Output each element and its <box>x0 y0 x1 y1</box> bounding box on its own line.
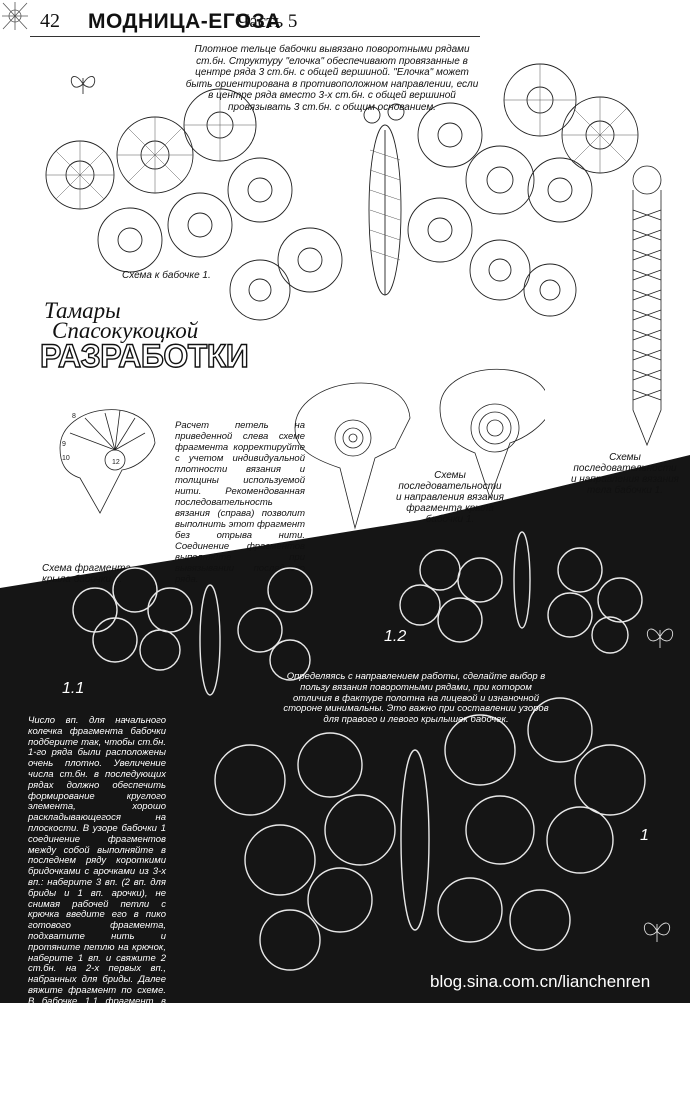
header-rule <box>30 36 480 37</box>
part-label: Часть 5 <box>237 11 298 32</box>
brand-name-last: Спасокукоцкой <box>52 318 199 343</box>
caption-butterfly-scheme: Схема к бабочке 1. <box>122 270 211 281</box>
butterfly-icon <box>643 922 671 942</box>
caption-wing-sequence: Схемы последовательности и направления в… <box>395 470 505 525</box>
brand-title: РАЗРАБОТКИ <box>39 337 249 374</box>
photo-label-1-2: 1.2 <box>384 628 407 645</box>
butterfly-icon <box>70 76 96 94</box>
butterfly-1-1-photo <box>72 567 313 696</box>
butterfly-1-2-photo <box>399 531 643 654</box>
instruction-paragraph: Число вп. для начального колечка фрагмен… <box>28 715 166 1104</box>
intro-paragraph: Плотное тельце бабочки вывязано поворотн… <box>185 44 479 113</box>
butterfly-crochet-chart <box>45 63 639 321</box>
chart-number: 9 <box>62 441 66 448</box>
watermark: blog.sina.com.cn/lianchenren <box>430 972 651 991</box>
photo-background <box>0 455 690 1003</box>
caption-body-sequence: Схемы последовательности и направления в… <box>570 452 680 496</box>
note-paragraph: Расчет петель на приведенной слева схеме… <box>175 420 306 585</box>
photo-label-1: 1 <box>640 827 649 844</box>
caption-wing-fragment: Схема фрагмента крыла бабочки 1. <box>42 563 131 585</box>
magazine-title: МОДНИЦА-ЕГОЗА <box>88 10 282 33</box>
wing-sequence-chart <box>294 368 545 530</box>
chart-number: 10 <box>62 455 70 462</box>
brand-name-first: Тамары <box>44 298 121 323</box>
butterfly-photos <box>72 531 646 971</box>
chart-number: 12 <box>112 459 120 466</box>
direction-paragraph: Определяясь с направлением работы, сдела… <box>283 671 549 726</box>
wing-fragment-chart: 8 9 10 12 <box>59 409 156 514</box>
butterfly-1-photo <box>214 697 646 971</box>
photo-label-1-1: 1.1 <box>62 680 85 697</box>
corner-ornament-icon <box>0 0 30 32</box>
chart-number: 8 <box>72 413 76 420</box>
body-sequence-chart <box>632 165 662 447</box>
butterfly-icon <box>646 628 674 648</box>
page-number: 42 <box>40 10 60 32</box>
